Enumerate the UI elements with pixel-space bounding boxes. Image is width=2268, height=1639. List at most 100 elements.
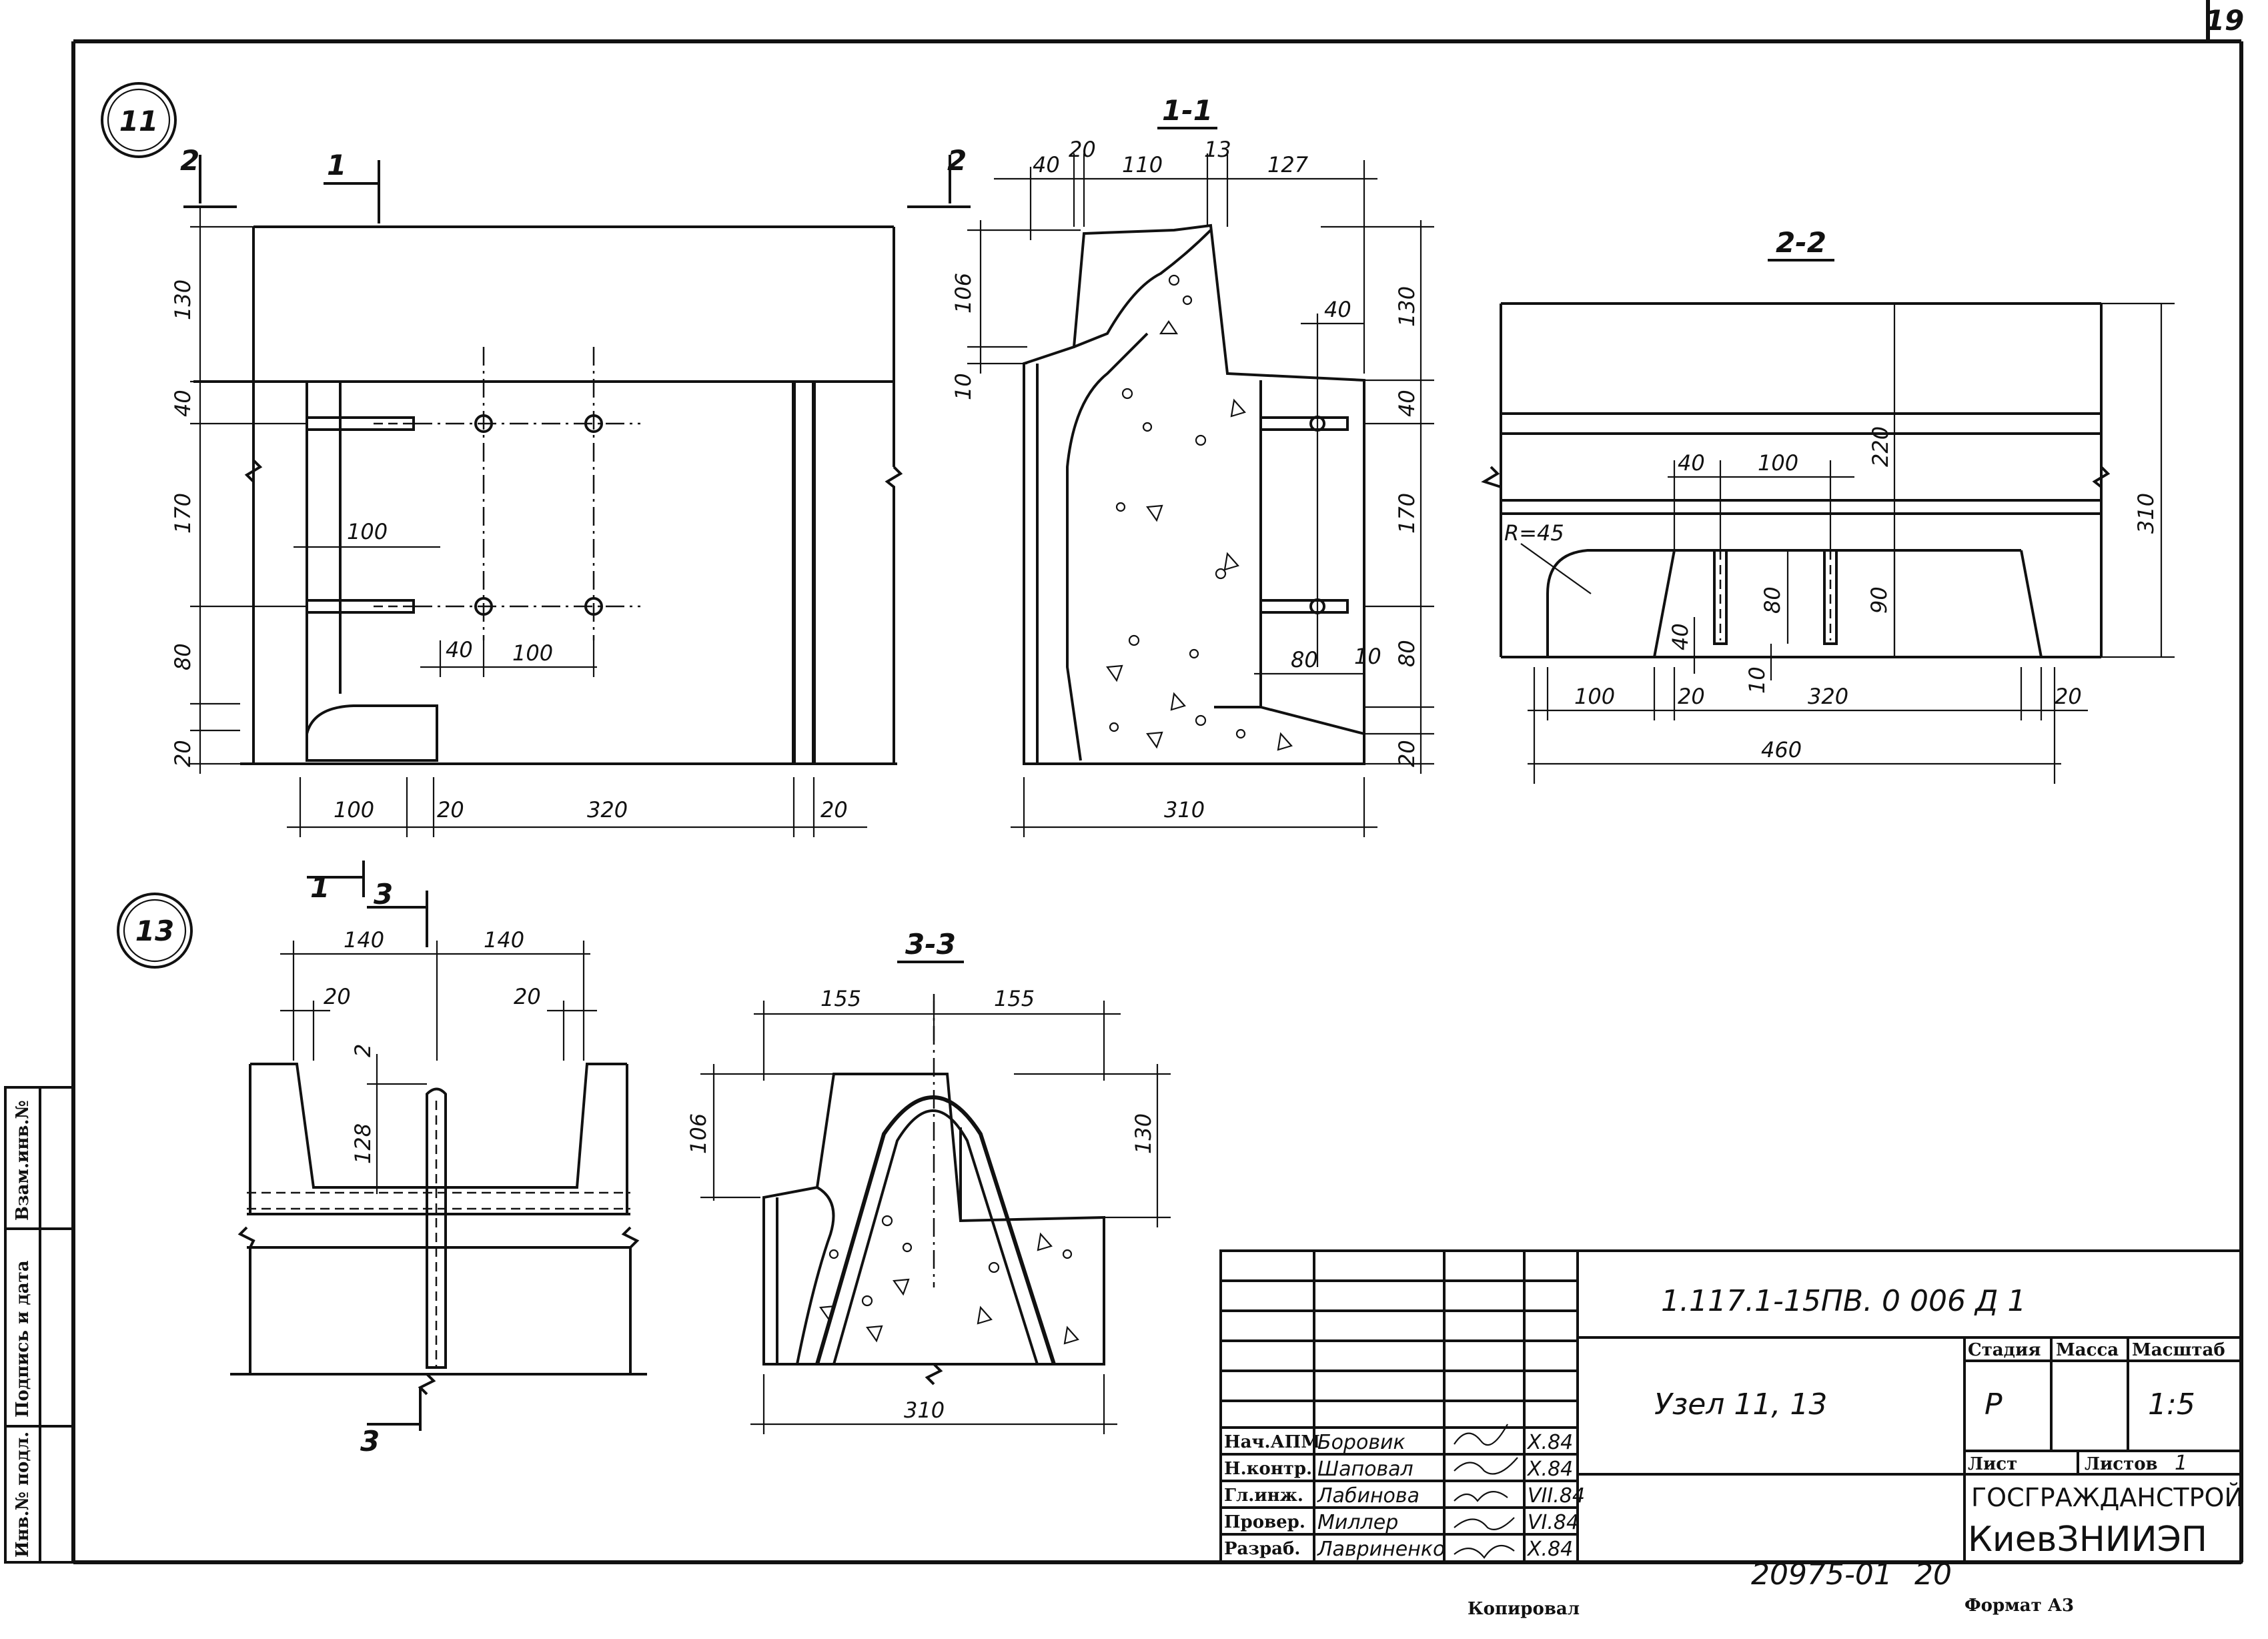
dim-vert-220: 220 [1868, 426, 1893, 467]
name-4: Лавриненко [1317, 1538, 1445, 1561]
sheets-label: Листов [2085, 1454, 2158, 1474]
dim-inner-40: 40 [1324, 297, 1351, 322]
section-mark-3-top: 3 [374, 878, 393, 911]
section-3-3-title: 3-3 [905, 928, 956, 961]
date-4: X.84 [1526, 1538, 1573, 1561]
role-3: Провер. [1224, 1512, 1305, 1532]
dim-vert-310: 310 [2133, 493, 2159, 534]
dim-vert-80: 80 [1760, 586, 1785, 614]
title-block: 1.117.1-15ПВ. 0 006 Д 1 Узел 11, 13 Стад… [1219, 1249, 2243, 1564]
node-13-marker: 13 [135, 915, 174, 947]
dim-inner-100b: 100 [512, 640, 553, 666]
scale-value: 1:5 [2148, 1388, 2195, 1422]
dim-top-40: 40 [1033, 152, 1060, 177]
dim-bottom-20: 20 [437, 797, 464, 823]
date-3: VI.84 [1528, 1511, 1579, 1534]
section-mark-1-top: 1 [327, 149, 346, 181]
org-name-1: ГОСГРАЖДАНСТРОЙ [1971, 1483, 2243, 1512]
dim-inner-40: 40 [446, 637, 473, 662]
dim-top-140: 140 [344, 927, 384, 953]
section-1-1: 1-1 [951, 94, 1434, 837]
dim-bottom-310: 310 [904, 1398, 945, 1423]
signature-rows: Нач.АПМ Боровик X.84 Н.контр. Шаповал X.… [1224, 1424, 1585, 1561]
date-0: X.84 [1526, 1431, 1573, 1454]
sheets-value: 1 [2175, 1452, 2187, 1475]
signature-scribble [1454, 1424, 1518, 1559]
dim-top-40: 40 [1678, 450, 1705, 476]
format-label: Формат А3 [1964, 1596, 2074, 1616]
section-1-1-title: 1-1 [1162, 94, 1213, 127]
section-2-2-title: 2-2 [1776, 226, 1826, 259]
dim-130: 130 [170, 280, 195, 320]
role-4: Разраб. [1224, 1539, 1300, 1559]
dim-top-155: 155 [820, 986, 861, 1011]
dim-right-130: 130 [1394, 286, 1420, 327]
dim-right-170: 170 [1394, 493, 1420, 534]
scale-label: Масштаб [2132, 1340, 2225, 1360]
dim-top-20: 20 [1069, 137, 1096, 162]
dim-vert-128: 128 [350, 1123, 376, 1164]
dim-bottom-460: 460 [1761, 737, 1802, 762]
dim-bottom-20b: 20 [2055, 684, 2082, 709]
dim-top-100: 100 [1758, 450, 1798, 476]
node-11-view: 11 2 1 2 [101, 82, 971, 837]
dim-20: 20 [170, 740, 195, 767]
dim-170: 170 [170, 493, 195, 534]
node-11-marker: 11 [119, 105, 158, 137]
role-2: Гл.инж. [1224, 1486, 1303, 1506]
bottom-page: 20 [1914, 1558, 1952, 1592]
dim-bottom-310: 310 [1164, 797, 1205, 823]
side-stamp-replace: Взам.инв.№ [13, 1100, 33, 1221]
dim-left-10: 10 [951, 373, 976, 400]
node-13-view: 13 1 3 3 140 140 [117, 861, 647, 1458]
role-1: Н.контр. [1224, 1459, 1312, 1479]
dim-vert-90: 90 [1866, 586, 1892, 614]
name-3: Миллер [1317, 1511, 1398, 1534]
drawing-name: Узел 11, 13 [1654, 1388, 1827, 1422]
bottom-number: 20975-01 [1751, 1558, 1892, 1592]
date-2: VII.84 [1528, 1484, 1585, 1508]
dim-bottom-320: 320 [1808, 684, 1848, 709]
page-number: 19 [2205, 4, 2244, 37]
dim-right-40: 40 [1394, 390, 1420, 417]
dim-bottom-100: 100 [1574, 684, 1615, 709]
name-2: Лабинова [1317, 1484, 1420, 1508]
name-1: Шаповал [1317, 1458, 1413, 1481]
section-3-3: 3-3 155 155 106 130 3 [686, 928, 1171, 1434]
dim-top-110: 110 [1122, 152, 1163, 177]
org-name-2: КиевЗНИИЭП [1968, 1520, 2207, 1560]
name-0: Боровик [1317, 1431, 1405, 1454]
date-1: X.84 [1526, 1458, 1573, 1481]
dim-top-127: 127 [1267, 152, 1309, 177]
dim-inner-80: 80 [1291, 647, 1318, 672]
side-stamp-inv: Инв.№ подл. [13, 1432, 33, 1558]
dim-top-20b: 20 [514, 984, 541, 1009]
dim-vert-106: 106 [686, 1113, 711, 1154]
dim-40: 40 [170, 390, 195, 417]
doc-code: 1.117.1-15ПВ. 0 006 Д 1 [1661, 1284, 2026, 1318]
concrete-hatch-3 [819, 1215, 1079, 1345]
sheet-label: Лист [1968, 1454, 2017, 1474]
dim-top-155b: 155 [994, 986, 1035, 1011]
dim-vert-40: 40 [1668, 623, 1693, 650]
stage-label: Стадия [1968, 1340, 2041, 1360]
dim-top-20: 20 [324, 984, 351, 1009]
dim-top-140b: 140 [484, 927, 524, 953]
dim-80: 80 [170, 643, 195, 670]
concrete-hatch [1106, 274, 1293, 751]
role-0: Нач.АПМ [1224, 1432, 1320, 1452]
dim-vert-130: 130 [1131, 1113, 1156, 1154]
dim-bottom-20: 20 [1678, 684, 1705, 709]
dim-left-106: 106 [951, 273, 976, 314]
section-mark-2-left: 2 [180, 144, 199, 177]
sheet-frame [71, 0, 2243, 1564]
stage-value: Р [1985, 1388, 2003, 1422]
dim-vert-10: 10 [1744, 666, 1770, 694]
mass-label: Масса [2056, 1340, 2119, 1360]
dim-top-13: 13 [1204, 137, 1231, 162]
copied-label: Копировал [1468, 1599, 1580, 1619]
radius-label: R=45 [1504, 520, 1564, 546]
dim-bottom-20b: 20 [820, 797, 848, 823]
dim-bottom-100: 100 [334, 797, 374, 823]
